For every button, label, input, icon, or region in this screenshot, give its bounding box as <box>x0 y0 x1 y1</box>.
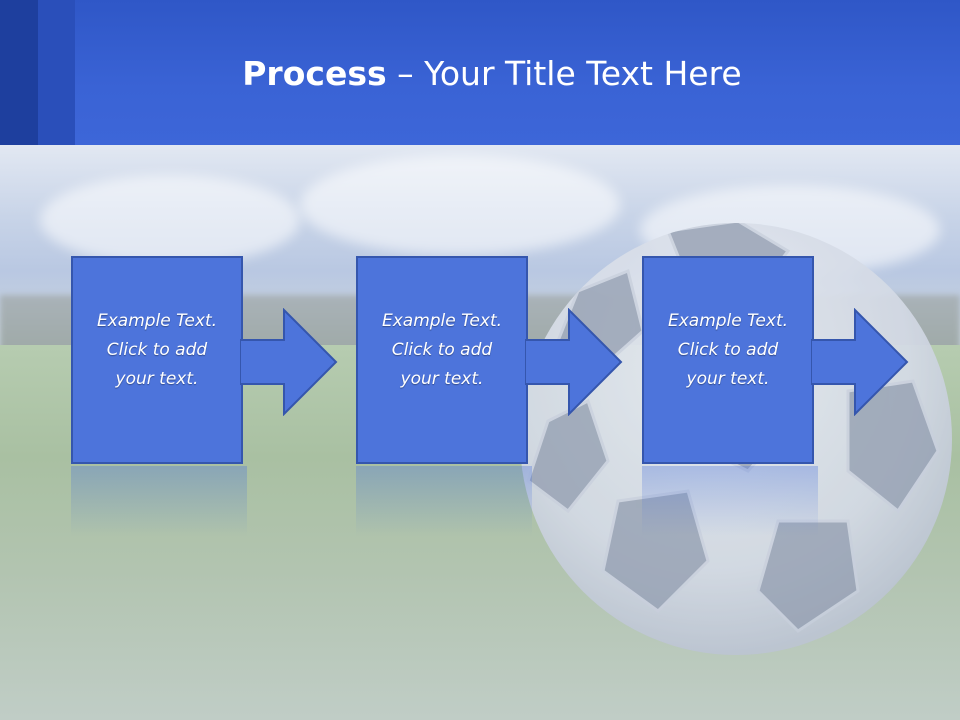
step-1-arrow-icon[interactable] <box>240 308 340 416</box>
step-1-reflection <box>71 466 247 536</box>
process-step-2[interactable]: Example Text. Click to add your text. <box>356 256 528 464</box>
step-3-text[interactable]: Example Text. Click to add your text. <box>648 307 808 394</box>
process-step-1[interactable]: Example Text. Click to add your text. <box>71 256 243 464</box>
header-accent-mid <box>38 0 75 145</box>
title-bar <box>0 0 960 145</box>
step-3-arrow-icon[interactable] <box>811 308 911 416</box>
step-1-line-1: Example Text. <box>96 310 218 331</box>
step-1-line-2: Click to add <box>106 339 208 360</box>
step-1-line-3: your text. <box>115 368 199 389</box>
step-3-line-1: Example Text. <box>667 310 789 331</box>
step-2-line-3: your text. <box>400 368 484 389</box>
cloud <box>300 155 620 255</box>
step-2-arrow-icon[interactable] <box>525 308 625 416</box>
step-3-line-3: your text. <box>686 368 770 389</box>
process-step-3[interactable]: Example Text. Click to add your text. <box>642 256 814 464</box>
step-2-line-2: Click to add <box>391 339 493 360</box>
title-rest: – Your Title Text Here <box>386 54 742 93</box>
cloud <box>40 175 300 265</box>
step-3-reflection <box>642 466 818 536</box>
step-2-text[interactable]: Example Text. Click to add your text. <box>362 307 522 394</box>
step-3-line-2: Click to add <box>677 339 779 360</box>
step-2-reflection <box>356 466 532 536</box>
step-2-line-1: Example Text. <box>381 310 503 331</box>
title-bold: Process <box>242 54 387 93</box>
slide-title[interactable]: Process – Your Title Text Here <box>0 54 960 93</box>
step-1-text[interactable]: Example Text. Click to add your text. <box>77 307 237 394</box>
header-accent-dark <box>0 0 38 145</box>
